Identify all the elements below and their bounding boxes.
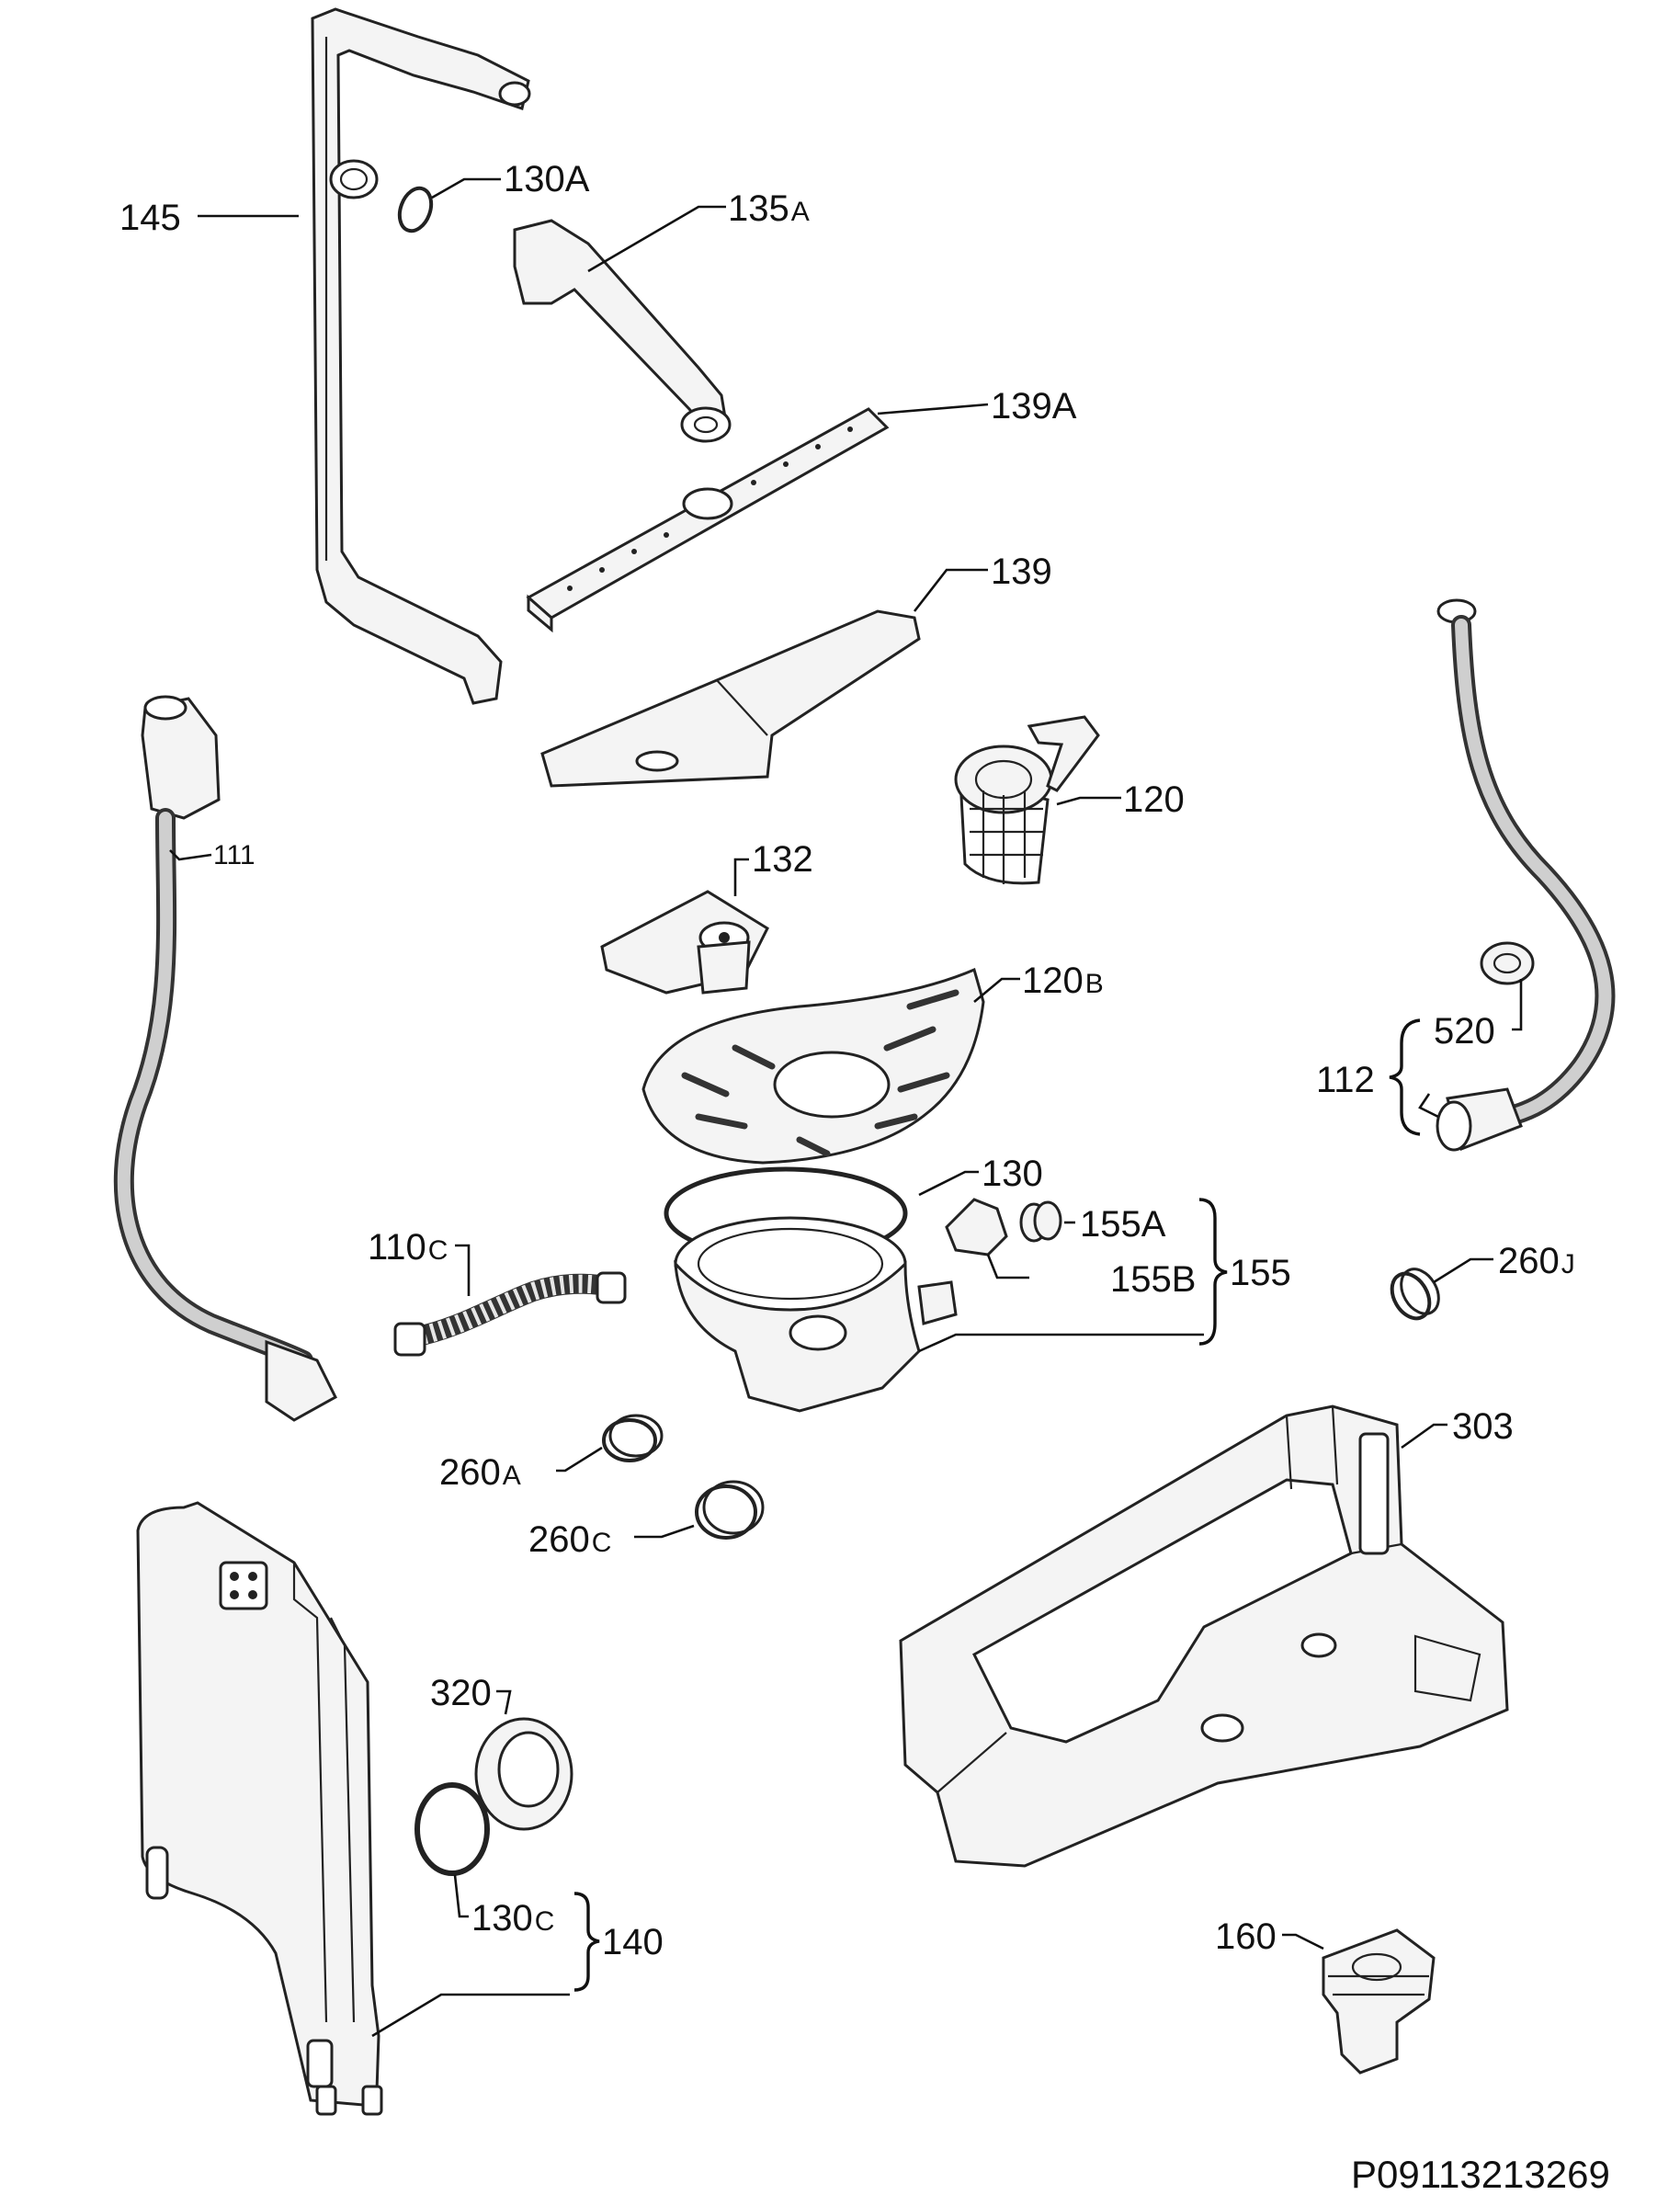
part-120-filter [954, 715, 1100, 885]
callout-145: 145 [119, 198, 181, 238]
part-130A-o-ring [397, 186, 434, 233]
part-260J-clamp [1390, 1268, 1440, 1321]
callout-155A: 155A [1080, 1204, 1166, 1245]
callout-520: 520 [1434, 1011, 1495, 1052]
callout-160: 160 [1215, 1916, 1277, 1957]
callout-320: 320 [430, 1673, 492, 1713]
callout-labels: 145 130A 135A 139A 139 111 120 132 120B … [119, 159, 1575, 1962]
callout-130A: 130A [504, 159, 590, 199]
plate-slots [681, 989, 959, 1157]
callout-110C: 110C [368, 1227, 448, 1268]
part-112-drain-hose [1436, 598, 1616, 1152]
callout-132: 132 [752, 839, 813, 880]
part-135A-upper-arm-pipe [513, 219, 732, 443]
part-260C-clamp [695, 1480, 765, 1540]
callout-155B: 155B [1110, 1259, 1196, 1300]
callout-135A: 135A [728, 188, 810, 229]
sump-assembly [674, 1216, 958, 1413]
brace-112 [1389, 1018, 1421, 1136]
part-260A-clamp [602, 1414, 664, 1462]
part-120B-filter-plate [641, 967, 985, 1165]
leader-lines [169, 177, 1523, 2038]
callout-111: 111 [213, 840, 255, 870]
part-320-gasket [474, 1717, 573, 1831]
callout-130C: 130C [471, 1898, 554, 1939]
callout-155: 155 [1230, 1253, 1291, 1293]
brace-140 [573, 1892, 600, 1992]
callout-140: 140 [602, 1922, 664, 1962]
part-139-lower-spray-arm [540, 609, 921, 788]
callout-120: 120 [1123, 779, 1185, 820]
part-155B-housing [945, 1198, 1008, 1257]
part-145-supply-pipe [311, 7, 531, 705]
callout-112: 112 [1316, 1060, 1375, 1100]
part-110C-corrugated-hose [393, 1271, 627, 1357]
part-140-side-panel [136, 1501, 383, 2116]
part-520-clip [1480, 941, 1535, 985]
callout-260J: 260J [1498, 1241, 1575, 1281]
callout-139A: 139A [991, 386, 1077, 426]
part-132-sensor-bracket [600, 890, 769, 995]
drawing-code: P09113213269 [1351, 2153, 1610, 2196]
callout-303: 303 [1452, 1406, 1514, 1447]
part-139A-upper-spray-arm [526, 407, 890, 633]
part-111-inlet-hose [113, 695, 337, 1422]
part-160-pump [1322, 1928, 1436, 2075]
callout-139: 139 [991, 552, 1052, 592]
part-303-base-tray [899, 1404, 1509, 1868]
part-130C-o-ring [414, 1782, 490, 1876]
callout-260C: 260C [528, 1519, 611, 1560]
callout-260A: 260A [439, 1452, 521, 1493]
part-155A-seal [1019, 1200, 1062, 1243]
brace-155 [1198, 1198, 1228, 1346]
callout-120B: 120B [1022, 961, 1104, 1001]
spray-holes [567, 426, 853, 591]
callout-130: 130 [982, 1154, 1043, 1194]
